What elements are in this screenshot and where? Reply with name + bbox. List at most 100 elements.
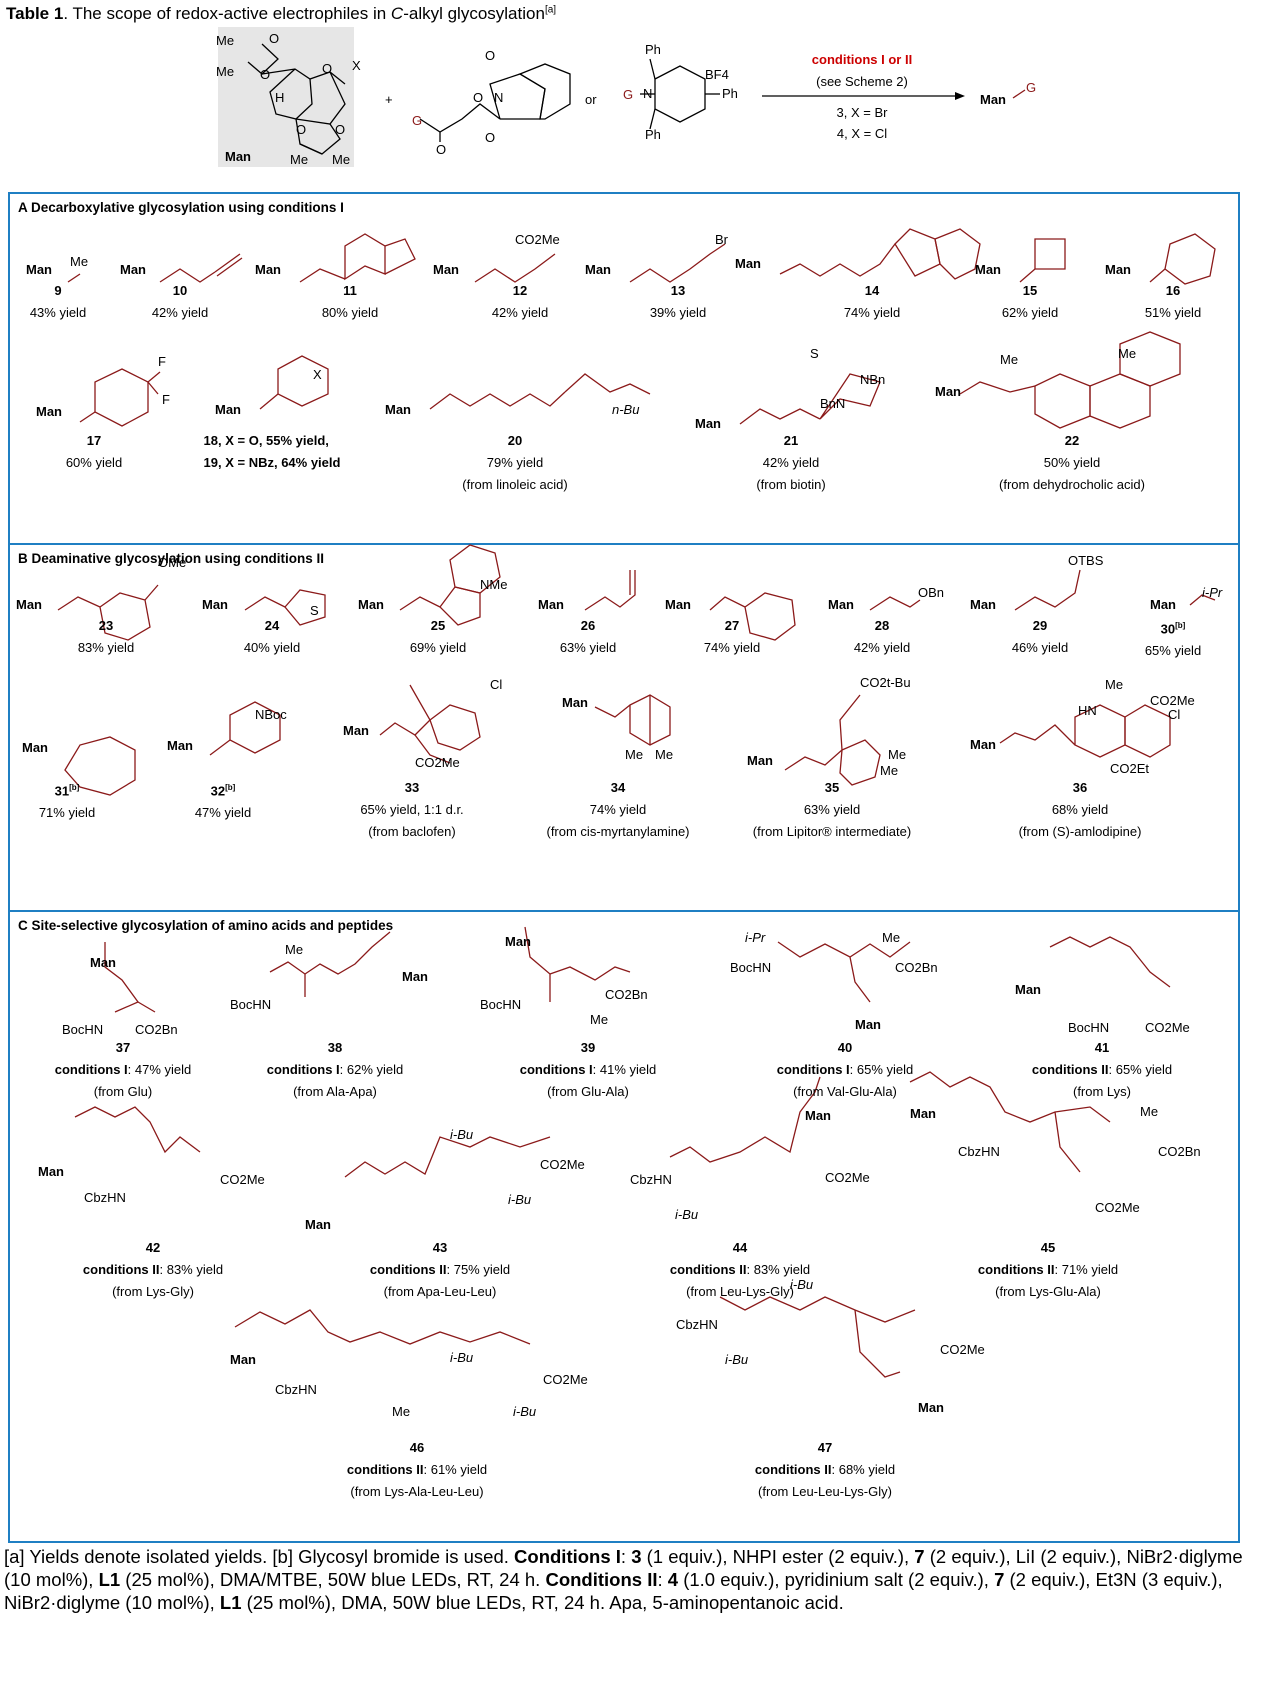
man-label: Man <box>855 1017 881 1032</box>
co2bn-label: CO2Bn <box>605 987 648 1002</box>
man-label: Man <box>805 1108 831 1123</box>
me-label: Me <box>70 254 89 269</box>
ibu-label: i-Bu <box>508 1192 532 1207</box>
o-label: O <box>473 90 483 105</box>
me-label: Me <box>332 152 350 167</box>
section-b-structures <box>57 544 1216 796</box>
g-label: G <box>623 87 633 102</box>
man-label: Man <box>402 969 428 984</box>
co2me-label: CO2Me <box>515 232 560 247</box>
cbzhn-label: CbzHN <box>630 1172 672 1187</box>
man-label: Man <box>935 384 961 399</box>
man-label: Man <box>120 262 146 277</box>
see-scheme-label: (see Scheme 2) <box>816 74 908 89</box>
entry-30: 30[b]65% yield <box>1144 621 1202 659</box>
pyridinium-salt-structure <box>640 58 720 130</box>
man-label: Man <box>385 402 411 417</box>
table-footnote: [a] Yields denote isolated yields. [b] G… <box>4 1546 1243 1613</box>
man-label: Man <box>433 262 459 277</box>
entry-18-19: 18, X = O, 55% yield,19, X = NBz, 64% yi… <box>203 433 341 470</box>
o-label: O <box>485 48 495 63</box>
ph-label: Ph <box>645 127 661 142</box>
ibu-label: i-Bu <box>725 1352 749 1367</box>
man-label: Man <box>747 753 773 768</box>
x-cl-label: 4, X = Cl <box>837 126 887 141</box>
o-label: O <box>335 122 345 137</box>
ibu-label: i-Bu <box>450 1127 474 1142</box>
me-label: Me <box>888 747 907 762</box>
n-label: N <box>643 86 652 101</box>
br-label: Br <box>715 232 728 247</box>
h-label: H <box>275 90 284 105</box>
cl-label: Cl <box>1168 707 1181 722</box>
cl-label: Cl <box>490 677 503 692</box>
man-label: Man <box>202 597 228 612</box>
man-label: Man <box>36 404 62 419</box>
me-label: Me <box>392 1404 411 1419</box>
bochn-label: BocHN <box>230 997 272 1012</box>
me-label: Me <box>1105 677 1124 692</box>
cbzhn-label: CbzHN <box>958 1144 1000 1159</box>
ipr-label: i-Pr <box>745 930 766 945</box>
co2et-label: CO2Et <box>1110 761 1150 776</box>
product-g-label: G <box>1026 80 1036 95</box>
section-c-title: C Site-selective glycosylation of amino … <box>18 918 394 933</box>
me-label: Me <box>290 152 308 167</box>
conditions-label: conditions I or II <box>812 52 912 67</box>
o-label: O <box>322 61 332 76</box>
cbzhn-label: CbzHN <box>275 1382 317 1397</box>
section-b-panel: B Deaminative glycosylation using condit… <box>8 543 1240 912</box>
man-label: Man <box>1015 982 1041 997</box>
o-label: O <box>296 122 306 137</box>
entry-32: 32[b]47% yield <box>194 783 252 821</box>
bochn-label: BocHN <box>62 1022 104 1037</box>
x-br-label: 3, X = Br <box>837 105 889 120</box>
section-a-title: A Decarboxylative glycosylation using co… <box>18 200 344 215</box>
product-man-label: Man <box>980 92 1006 107</box>
x-label: X <box>352 58 361 73</box>
co2me-label: CO2Me <box>220 1172 265 1187</box>
bf4-label: BF4 <box>705 67 729 82</box>
man-label: Man <box>225 149 251 164</box>
me-label: Me <box>625 747 644 762</box>
man-label: Man <box>910 1106 936 1121</box>
man-label: Man <box>90 955 116 970</box>
ph-label: Ph <box>645 42 661 57</box>
nhpi-ester-structure <box>419 63 571 142</box>
bnn-label: BnN <box>820 396 846 411</box>
man-label: Man <box>828 597 854 612</box>
man-label: Man <box>665 597 691 612</box>
co2me-label: CO2Me <box>540 1157 585 1172</box>
mannosyl-substrate-structure <box>247 43 346 155</box>
cbzhn-label: CbzHN <box>84 1190 126 1205</box>
me-label: Me <box>655 747 674 762</box>
man-label: Man <box>735 256 761 271</box>
o-label: O <box>436 142 446 157</box>
bochn-label: BocHN <box>480 997 522 1012</box>
section-c-panel: C Site-selective glycosylation of amino … <box>8 910 1240 1543</box>
man-label: Man <box>215 402 241 417</box>
o-label: O <box>260 67 270 82</box>
co2me-label: CO2Me <box>1150 693 1195 708</box>
nboc-label: NBoc <box>255 707 287 722</box>
section-a-panel: A Decarboxylative glycosylation using co… <box>8 192 1240 545</box>
